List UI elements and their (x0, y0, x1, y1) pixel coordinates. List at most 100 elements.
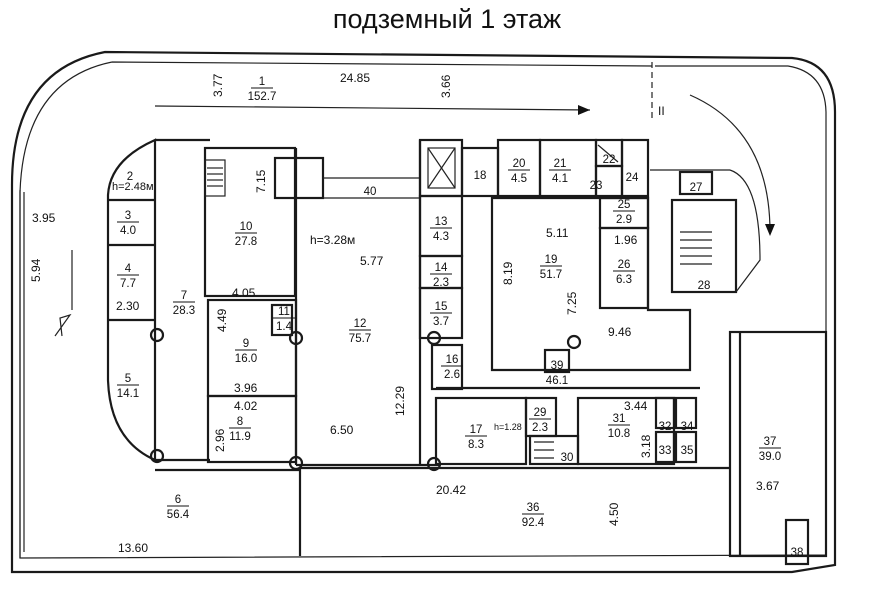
dim-label: 9.46 (608, 325, 632, 339)
room-number: 3 (125, 210, 131, 222)
room-number: 9 (243, 338, 249, 350)
room-number: 5 (125, 373, 131, 385)
dim-label: 12.29 (393, 386, 407, 416)
room-area: 4.3 (433, 231, 449, 243)
room-area: 11.9 (229, 431, 251, 443)
room-number: 27 (690, 182, 703, 194)
room-number: 35 (681, 445, 694, 457)
room-number: 12 (354, 318, 367, 330)
room-number: 17 (470, 424, 483, 436)
room-number: 14 (435, 262, 448, 274)
room-number: 10 (240, 221, 253, 233)
dim-label: 2.30 (116, 299, 140, 313)
room-number: 33 (659, 445, 672, 457)
room-area: 4.5 (511, 173, 527, 185)
dim-label: 5.11 (546, 226, 569, 240)
dim-label: 3.67 (756, 479, 780, 493)
room-area: 14.1 (117, 388, 139, 400)
dim-label: 24.85 (340, 71, 370, 85)
room-area: 56.4 (167, 509, 190, 521)
room-area: 7.7 (120, 278, 136, 290)
room-area: 46.1 (546, 375, 568, 387)
room-number: 36 (527, 502, 540, 514)
room-number: 39 (551, 360, 564, 372)
room-number: 16 (446, 354, 459, 366)
dim-label: 3.95 (32, 211, 56, 225)
dim-label: 3.66 (439, 74, 453, 98)
room-number: 20 (513, 158, 526, 170)
dim-label: 2.96 (213, 428, 227, 452)
room-number: 40 (364, 186, 377, 198)
dim-label: 3.18 (639, 434, 653, 458)
room-area: 2.6 (444, 369, 460, 381)
room-area: 152.7 (248, 91, 277, 103)
room-area: 16.0 (235, 353, 257, 365)
room-number: 7 (181, 290, 187, 302)
room-number: 24 (626, 172, 639, 184)
dim-label: 3.96 (234, 381, 258, 395)
dim-label: 4.02 (234, 399, 258, 413)
room-area: 92.4 (522, 517, 545, 529)
dim-label: 7.25 (565, 291, 579, 315)
room-number: 1 (259, 76, 265, 88)
dim-label: 6.50 (330, 423, 354, 437)
room-number: 25 (618, 199, 631, 211)
room-number: 34 (681, 421, 694, 433)
room-number: 11 (278, 306, 290, 318)
room-area: 3.7 (433, 316, 449, 328)
room-area: 1.4 (276, 321, 293, 333)
room-area: 28.3 (173, 305, 195, 317)
outer-contour (10, 50, 837, 574)
dim-label: 3.44 (624, 399, 648, 413)
room-number: 30 (561, 452, 574, 464)
room-area: 2.3 (433, 277, 449, 289)
room-area: 6.3 (616, 274, 632, 286)
room-area: 75.7 (349, 333, 371, 345)
floor-plan-title: подземный 1 этаж (332, 4, 562, 34)
axis-label: II (658, 104, 665, 118)
room-number: 23 (590, 180, 603, 192)
dim-label: 3.77 (211, 73, 225, 97)
inner-perimeter (19, 61, 827, 559)
room-number: 19 (545, 254, 558, 266)
room-area: 27.8 (235, 236, 257, 248)
room-number: 37 (764, 436, 777, 448)
room-area: 10.8 (608, 428, 630, 440)
dim-label: 1.96 (614, 233, 638, 247)
room-number: 29 (534, 407, 547, 419)
dim-label: 4.50 (607, 502, 621, 526)
left-core (106, 138, 157, 462)
dim-label: 20.42 (436, 483, 466, 497)
dim-label: 5.94 (29, 258, 43, 282)
dim-label: 4.49 (215, 308, 229, 332)
room-number: 6 (175, 494, 181, 506)
dim-label: 4.05 (232, 286, 256, 300)
room-number: 21 (554, 158, 567, 170)
room-number: 31 (613, 413, 626, 425)
room-number: 28 (698, 280, 711, 292)
room-number: 26 (618, 259, 631, 271)
room-area: 39.0 (759, 451, 781, 463)
dim-label: 8.19 (501, 261, 515, 285)
room-number: 8 (237, 416, 243, 428)
room-area: 2.9 (616, 214, 632, 226)
room-area: 4.0 (120, 225, 136, 237)
room-number: 38 (791, 547, 804, 559)
room-number: 22 (603, 154, 616, 166)
dim-label: 13.60 (118, 541, 148, 555)
dim-label: 5.77 (360, 254, 384, 268)
room-number: 13 (435, 216, 448, 228)
room-number: 32 (659, 421, 672, 433)
height-label: h=3.28м (310, 233, 355, 247)
room-area: 4.1 (552, 173, 568, 185)
room-number: 4 (125, 263, 132, 275)
height-label: h=2.48м (112, 181, 154, 193)
room-area: 2.3 (532, 422, 548, 434)
room-number: 2 (127, 171, 133, 183)
height-label: h=1.28 (494, 422, 522, 432)
room-area: 51.7 (540, 269, 562, 281)
room-area: 8.3 (468, 439, 484, 451)
dim-label: 7.15 (254, 169, 268, 193)
room-number: 18 (474, 170, 487, 182)
